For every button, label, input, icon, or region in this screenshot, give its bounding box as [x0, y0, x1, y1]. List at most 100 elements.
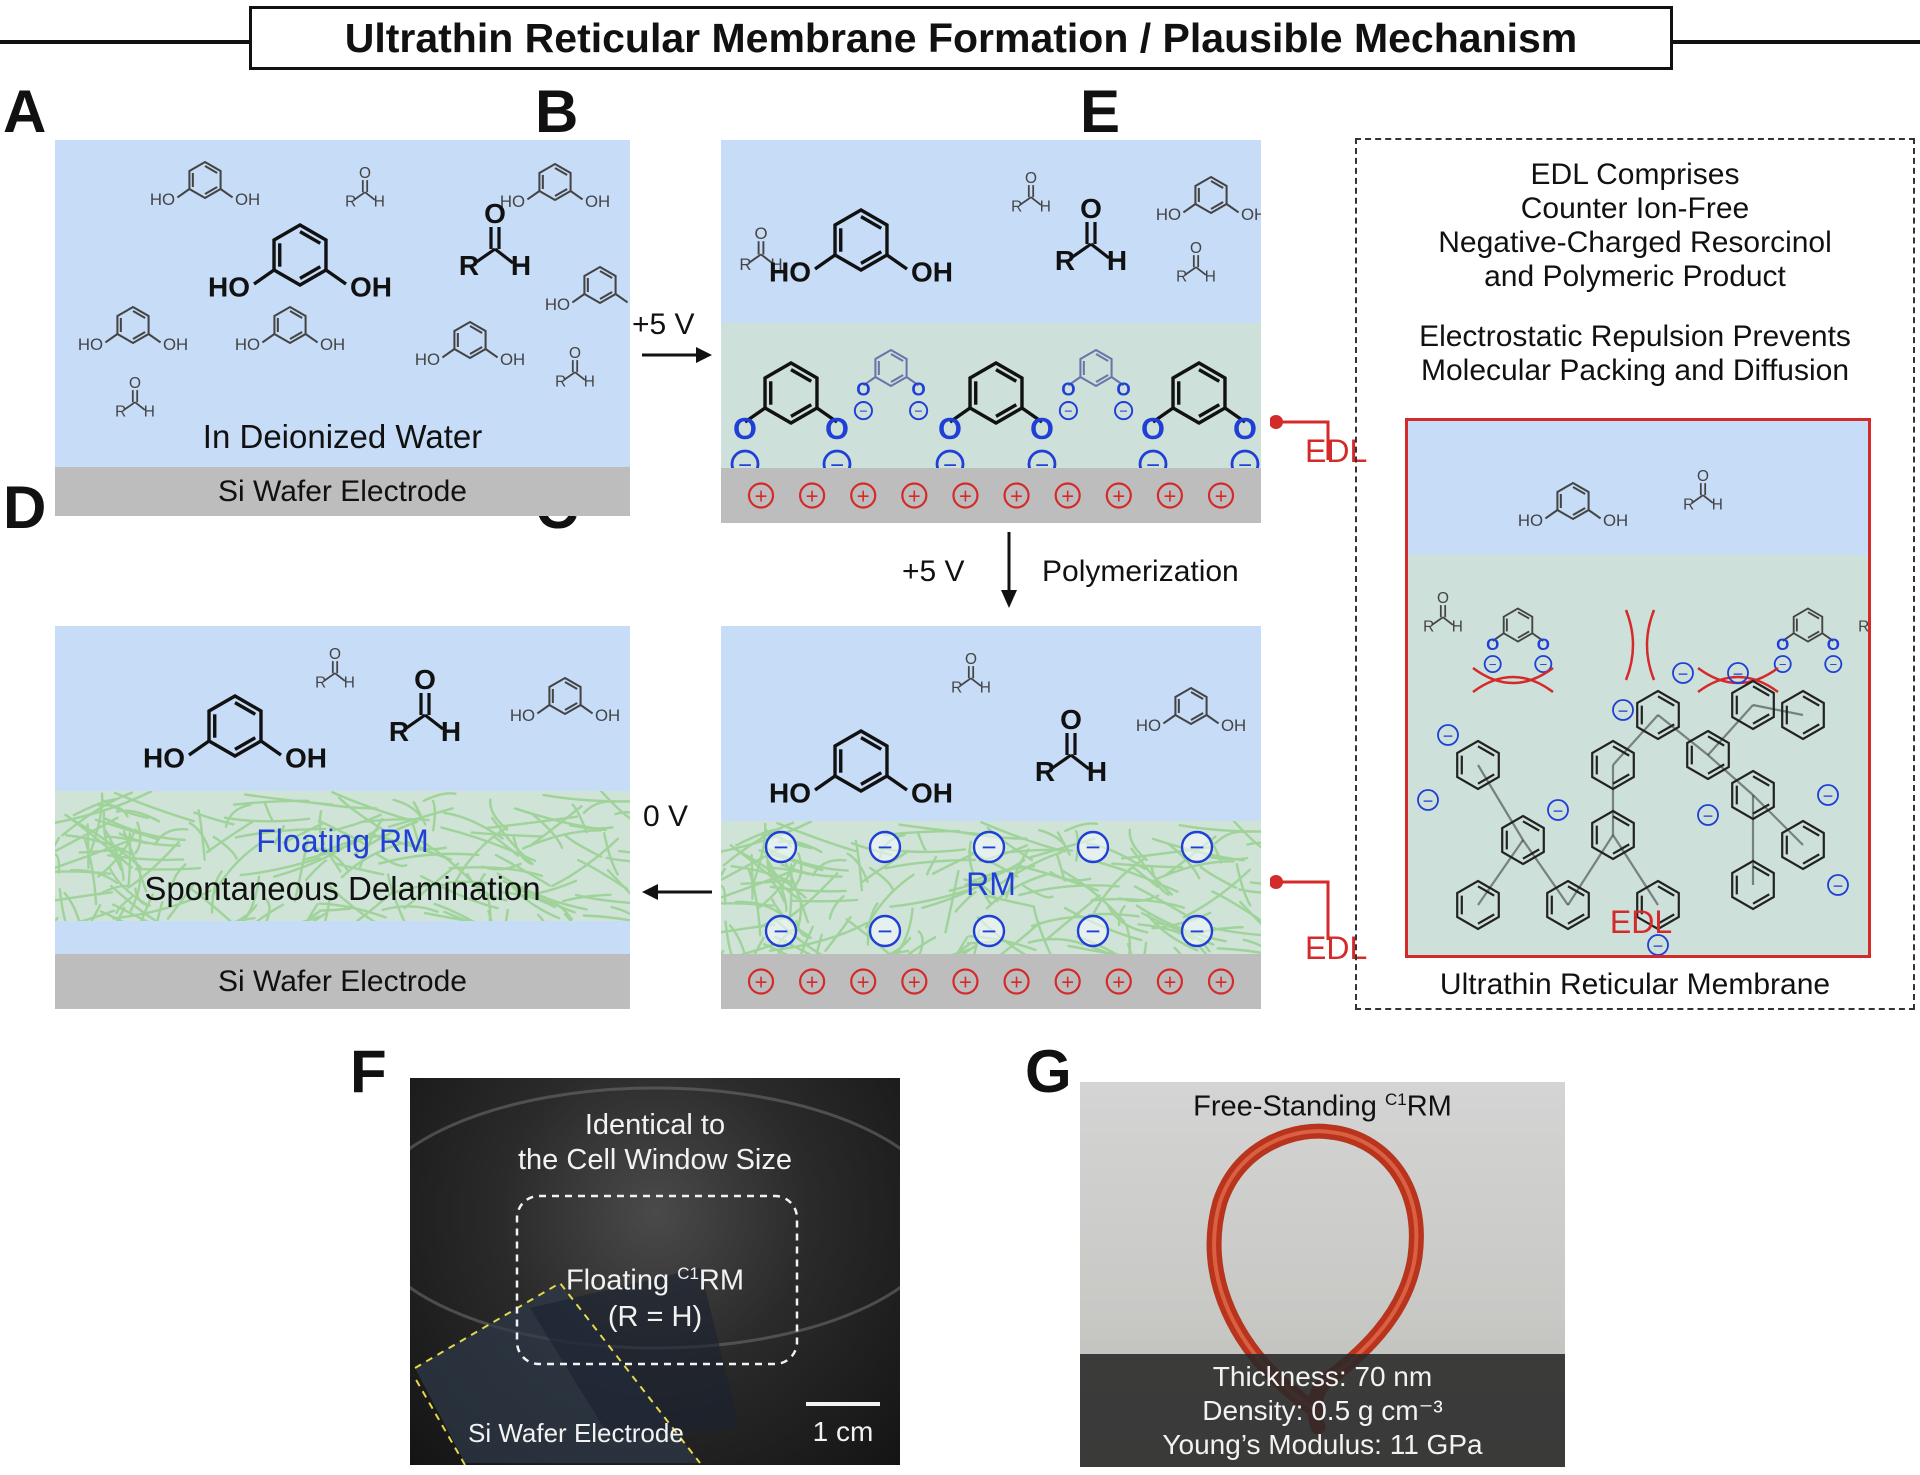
- svg-text:+: +: [1112, 970, 1125, 995]
- cations-c: ++++++++++: [721, 954, 1261, 1009]
- wafer-electrode: Si Wafer Electrode: [55, 954, 630, 1009]
- svg-text:OH: OH: [585, 192, 610, 211]
- svg-text:H: H: [511, 250, 531, 281]
- delamination-label: Spontaneous Delamination: [144, 870, 541, 907]
- svg-text:O: O: [484, 198, 506, 229]
- svg-text:OH: OH: [320, 335, 345, 354]
- svg-text:−: −: [1423, 791, 1434, 811]
- properties-text: Thickness: 70 nm Density: 0.5 g cm⁻³ You…: [1080, 1360, 1565, 1462]
- svg-text:OH: OH: [1241, 205, 1261, 224]
- molecules-a: HOOHORHHOOHHOOHORHHOOHHOOHHOOHHOOHORHORH: [55, 140, 630, 467]
- voltage-cd: 0 V: [643, 800, 689, 833]
- svg-text:+: +: [959, 484, 972, 509]
- svg-text:+: +: [908, 970, 921, 995]
- svg-text:−: −: [1823, 786, 1834, 806]
- panel-label-d: D: [3, 474, 47, 541]
- svg-text:O: O: [414, 664, 436, 695]
- title-rule-left: [0, 40, 249, 44]
- cations-b: ++++++++++: [721, 468, 1261, 523]
- svg-text:HO: HO: [78, 335, 103, 354]
- properties-bar: [1080, 1354, 1565, 1467]
- svg-text:R: R: [1683, 497, 1694, 514]
- photo-free-standing-membrane: Free-Standing C1RM Thickness: 70 nm Dens…: [1080, 1082, 1565, 1467]
- svg-text:−: −: [943, 452, 957, 468]
- svg-text:−: −: [1085, 832, 1100, 862]
- floating-rm-label: Floating RM: [256, 823, 429, 859]
- svg-text:HO: HO: [769, 257, 811, 288]
- water-layer: [721, 626, 1261, 821]
- panel-label-b: B: [535, 78, 579, 145]
- panel-e: EDL Comprises Counter Ion-Free Negative-…: [1355, 138, 1915, 1010]
- svg-text:R: R: [555, 374, 566, 391]
- svg-text:−: −: [1539, 657, 1547, 672]
- svg-text:H: H: [1205, 269, 1216, 286]
- svg-text:−: −: [1443, 726, 1454, 746]
- svg-text:HO: HO: [769, 778, 811, 809]
- svg-text:O: O: [359, 165, 371, 182]
- svg-text:−: −: [1489, 657, 1497, 672]
- edl-callout-b-icon: [1270, 415, 1330, 460]
- svg-text:−: −: [877, 916, 892, 946]
- svg-text:O: O: [1025, 170, 1037, 187]
- svg-text:O: O: [1141, 411, 1165, 446]
- svg-text:−: −: [738, 452, 752, 468]
- floating-c1rm-label: Floating C1RM (R = H): [565, 1264, 745, 1333]
- free-standing-title: Free-Standing C1RM: [1193, 1090, 1452, 1123]
- svg-text:R: R: [1423, 619, 1434, 636]
- svg-text:HO: HO: [1136, 716, 1161, 735]
- svg-text:OH: OH: [163, 335, 188, 354]
- svg-text:−: −: [1678, 664, 1689, 684]
- svg-text:OH: OH: [500, 350, 525, 369]
- svg-text:−: −: [914, 404, 922, 420]
- edl-layer: [721, 323, 1261, 468]
- svg-text:+: +: [806, 970, 819, 995]
- svg-text:OH: OH: [285, 743, 327, 774]
- svg-text:+: +: [857, 970, 870, 995]
- svg-text:R: R: [1176, 269, 1187, 286]
- photo-floating-membrane: Identical to the Cell Window Size Floati…: [410, 1078, 900, 1465]
- svg-text:R: R: [1055, 245, 1075, 276]
- svg-text:R: R: [389, 716, 409, 747]
- svg-text:H: H: [144, 404, 155, 421]
- svg-text:+: +: [755, 484, 768, 509]
- svg-text:O: O: [1486, 635, 1499, 654]
- svg-text:+: +: [1010, 484, 1023, 509]
- svg-text:+: +: [1112, 484, 1125, 509]
- svg-text:−: −: [1064, 404, 1072, 420]
- reticular-membrane-mesh: [721, 821, 1261, 954]
- svg-text:O: O: [1190, 240, 1202, 257]
- rm-label: RM: [966, 866, 1016, 902]
- svg-text:+: +: [755, 970, 768, 995]
- wafer-electrode: [721, 468, 1261, 523]
- wafer-electrode: [721, 954, 1261, 1009]
- anions-b: O−O−O−O−O−O−O−O−O−O−: [721, 323, 1261, 468]
- photo-f-overlay: [410, 1086, 900, 1465]
- water-layer: [1408, 421, 1868, 555]
- svg-text:−: −: [830, 452, 844, 468]
- panel-label-a: A: [3, 78, 47, 145]
- svg-text:−: −: [1653, 936, 1664, 956]
- svg-text:O: O: [1233, 411, 1257, 446]
- svg-text:−: −: [981, 832, 996, 862]
- voltage-bc: +5 V: [902, 555, 965, 588]
- svg-text:H: H: [1452, 619, 1463, 636]
- svg-text:O: O: [733, 411, 757, 446]
- svg-text:−: −: [1189, 916, 1204, 946]
- window-size-label: Identical to the Cell Window Size: [518, 1109, 792, 1176]
- svg-text:+: +: [959, 970, 972, 995]
- svg-text:−: −: [1146, 452, 1160, 468]
- edl-callout-c-icon: [1270, 875, 1330, 940]
- svg-text:H: H: [1712, 497, 1723, 514]
- svg-text:OH: OH: [595, 706, 620, 725]
- svg-text:O: O: [1437, 590, 1449, 607]
- svg-text:O: O: [1061, 378, 1075, 399]
- step-label: Polymerization: [1042, 555, 1239, 588]
- edl-layer: [1408, 555, 1868, 955]
- arrow-ab-icon: [642, 347, 712, 363]
- svg-text:O: O: [754, 224, 767, 243]
